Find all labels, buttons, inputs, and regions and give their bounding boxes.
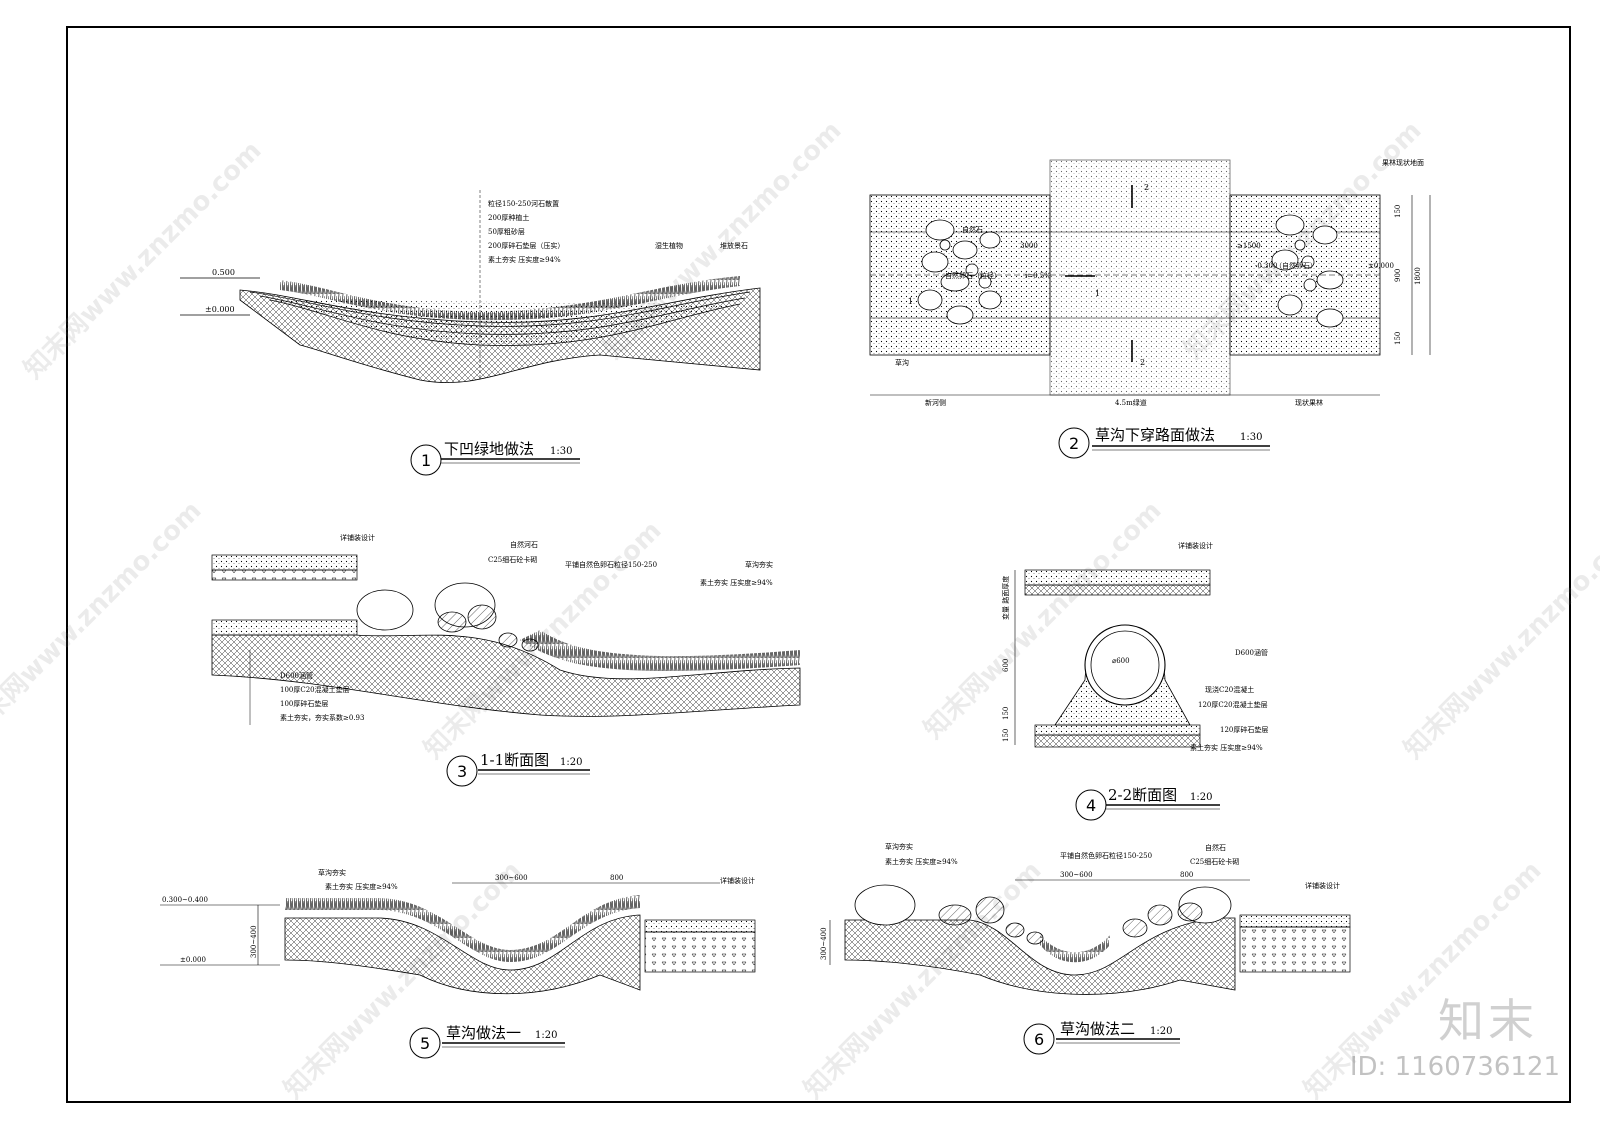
section-mark: 1 bbox=[1095, 289, 1100, 298]
label-c20: 120厚C20混凝土垫层 bbox=[1198, 700, 1268, 709]
detail-4: ⌀600 详铺装设计 D600涵管 现浇C20混凝土 120厚C20混凝土垫层 … bbox=[1001, 541, 1268, 821]
dim-depth: 300~400 bbox=[250, 925, 258, 958]
label-rocks: 堆放景石 bbox=[720, 241, 748, 250]
label-pipe: D600涵管 bbox=[1235, 648, 1268, 657]
detail-number: 1 bbox=[421, 451, 431, 470]
dim-width: 300~600 bbox=[495, 874, 528, 882]
label-top-right: 果林现状地面 bbox=[1382, 158, 1424, 167]
section-mark: 1 bbox=[908, 297, 913, 306]
detail-6: 300~600 800 草沟夯实 素土夯实 压实度≥94% 平铺自然色卵石粒径1… bbox=[820, 842, 1351, 1055]
watermark-id: ID: 1160736121 bbox=[1349, 1052, 1560, 1082]
note: 素土夯实 压实度≥94% bbox=[488, 255, 561, 264]
label-stone: 自然石 bbox=[962, 225, 983, 234]
label-bottom-mid: 4.5m绿道 bbox=[1115, 398, 1147, 407]
section-mark: 2 bbox=[1144, 183, 1149, 192]
slope: i=0.5% bbox=[1025, 272, 1051, 280]
dim-800: 800 bbox=[1180, 871, 1193, 879]
label-grass-ditch: 草沟 bbox=[895, 358, 909, 367]
elev-base: ±0.000 bbox=[205, 305, 235, 314]
dim: 150 bbox=[1002, 707, 1010, 720]
detail-title: 草沟下穿路面做法 bbox=[1095, 426, 1215, 444]
detail-number: 6 bbox=[1034, 1030, 1044, 1049]
elev-left: -0.300 bbox=[1255, 262, 1277, 270]
detail-2: 自然石 自然卵石（粒径） （自然卵石） 3000 ≥1500 i=0.5% -0… bbox=[869, 158, 1431, 459]
label-bottom-right: 现状果林 bbox=[1295, 398, 1323, 407]
detail-title: 下凹绿地做法 bbox=[444, 440, 534, 458]
label-bottom-left: 新河侧 bbox=[925, 398, 946, 407]
label-soil: 素土夯实 压实度≥94% bbox=[325, 882, 398, 891]
dim: 600 bbox=[1002, 659, 1010, 672]
elev-base: ±0.000 bbox=[180, 956, 206, 964]
note: 200厚碎石垫层（压实） bbox=[488, 241, 564, 250]
dim: 900 bbox=[1394, 269, 1402, 282]
label-river-stone: 自然河石 bbox=[510, 540, 538, 549]
label-pebble: 平铺自然色卵石粒径150-250 bbox=[1060, 851, 1152, 860]
dim: 变量 路面厚度 bbox=[1001, 576, 1010, 620]
detail-3: 详铺装设计 自然河石 C25细石砼卡砌 平铺自然色卵石粒径150-250 草沟夯… bbox=[211, 533, 801, 787]
detail-scale: 1:20 bbox=[1150, 1026, 1172, 1037]
detail-scale: 1:30 bbox=[1240, 432, 1262, 443]
grass bbox=[280, 276, 740, 321]
label-ditch: 草沟夯实 bbox=[318, 868, 346, 877]
detail-number: 3 bbox=[457, 762, 467, 781]
label-ditch-soil: 素土夯实 压实度≥94% bbox=[700, 578, 773, 587]
drawing-frame bbox=[66, 26, 1571, 1103]
detail-title: 草沟做法一 bbox=[446, 1024, 521, 1042]
dim-800: 800 bbox=[610, 874, 623, 882]
dim: 150 bbox=[1394, 332, 1402, 345]
dim: 1800 bbox=[1414, 267, 1422, 285]
dim-width: 300~600 bbox=[1060, 871, 1093, 879]
detail-scale: 1:20 bbox=[560, 757, 582, 768]
label-paving: 详铺装设计 bbox=[1178, 541, 1213, 550]
note: D600涵管 bbox=[280, 671, 313, 680]
section-mark: 2 bbox=[1140, 358, 1145, 367]
elev-top: 0.300~0.400 bbox=[162, 896, 208, 904]
label-pebble: 平铺自然色卵石粒径150-250 bbox=[565, 560, 657, 569]
note: 50厚粗砂层 bbox=[488, 227, 525, 236]
watermark-logo: 知末 bbox=[1438, 994, 1538, 1048]
detail-scale: 1:30 bbox=[550, 446, 572, 457]
detail-number: 5 bbox=[420, 1034, 430, 1053]
detail-title: 1-1断面图 bbox=[480, 751, 549, 769]
dim: 150 bbox=[1394, 205, 1402, 218]
dim: 150 bbox=[1002, 729, 1010, 742]
detail-scale: 1:20 bbox=[1190, 792, 1212, 803]
detail-1: 0.500 ±0.000 粒径150-250河石散置 200厚种植土 50厚粗砂… bbox=[180, 190, 761, 476]
label-mortar: C25细石砼卡砌 bbox=[488, 555, 537, 564]
label-plants: 湿生植物 bbox=[655, 241, 683, 250]
label-mortar: C25细石砼卡砌 bbox=[1190, 857, 1239, 866]
label-stone: 自然石 bbox=[1205, 843, 1226, 852]
label-paving: 详铺装设计 bbox=[720, 876, 755, 885]
label-nat-stone: 自然卵石（粒径） bbox=[945, 271, 1001, 280]
detail-number: 2 bbox=[1069, 434, 1079, 453]
dim-depth: 300~400 bbox=[820, 927, 828, 960]
note: 100厚C20混凝土垫层 bbox=[280, 685, 350, 694]
label-paving: 详铺装设计 bbox=[340, 533, 375, 542]
detail-5: 0.300~0.400 ±0.000 300~600 800 草沟夯实 素土夯实… bbox=[160, 868, 756, 1059]
detail-title: 草沟做法二 bbox=[1060, 1020, 1135, 1038]
label-ditch: 草沟夯实 bbox=[885, 842, 913, 851]
elev-top: 0.500 bbox=[212, 268, 235, 277]
detail-title: 2-2断面图 bbox=[1108, 786, 1177, 804]
detail-number-circle bbox=[410, 444, 442, 476]
note: 粒径150-250河石散置 bbox=[488, 199, 559, 208]
note: 100厚碎石垫层 bbox=[280, 699, 328, 708]
elev-right: ±0.000 bbox=[1368, 262, 1394, 270]
dim-1500: ≥1500 bbox=[1237, 242, 1261, 250]
pipe-dia: ⌀600 bbox=[1112, 657, 1130, 665]
note: 200厚种植土 bbox=[488, 213, 529, 222]
label-soil: 素土夯实 压实度≥94% bbox=[1190, 743, 1263, 752]
note: 素土夯实，夯实系数≥0.93 bbox=[280, 713, 364, 722]
label-soil: 素土夯实 压实度≥94% bbox=[885, 857, 958, 866]
label-ditch-top: 草沟夯实 bbox=[745, 560, 773, 569]
dim-3000: 3000 bbox=[1020, 242, 1038, 250]
label-nat-stone-right: （自然卵石） bbox=[1275, 261, 1317, 270]
detail-scale: 1:20 bbox=[535, 1030, 557, 1041]
label-gravel: 120厚碎石垫层 bbox=[1220, 725, 1268, 734]
label-paving: 详铺装设计 bbox=[1305, 881, 1340, 890]
label-concrete: 现浇C20混凝土 bbox=[1205, 685, 1254, 694]
detail-number: 4 bbox=[1086, 796, 1096, 815]
